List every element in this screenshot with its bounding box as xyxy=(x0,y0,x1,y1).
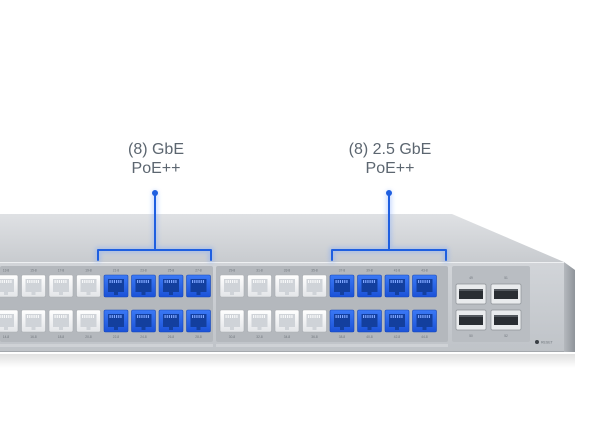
rj45-ports xyxy=(0,274,437,333)
port-left-r2-c1[interactable] xyxy=(0,309,19,333)
port-right-r2-c7[interactable] xyxy=(384,309,410,333)
port-label-right-bottom-6: 40-8 xyxy=(366,335,373,339)
port-label-right-top-5: 37-8 xyxy=(339,269,346,273)
port-left-r2-c2[interactable] xyxy=(21,309,46,333)
port-left-r2-c8[interactable] xyxy=(186,309,211,333)
port-label-right-bottom-4: 36-8 xyxy=(311,335,318,339)
stem-dot-25gbe xyxy=(386,190,392,196)
port-labels: 13-8 14-8 15-8 16-8 17-8 18-8 19-8 20-8 21-8 22-8… xyxy=(3,269,508,340)
sfp-cage-3[interactable] xyxy=(455,309,487,331)
port-right-r1-c8[interactable] xyxy=(412,274,437,298)
port-left-r1-c2[interactable] xyxy=(21,274,46,298)
port-label-left-top-4: 19-8 xyxy=(85,269,92,273)
port-right-r2-c6[interactable] xyxy=(357,309,382,333)
callout-25gbe-line1: (8) 2.5 GbE xyxy=(348,141,432,158)
port-right-r2-c8[interactable] xyxy=(412,309,437,333)
port-label-left-bottom-4: 20-8 xyxy=(85,335,92,339)
port-label-left-bottom-2: 16-8 xyxy=(30,335,37,339)
sfp-label-50: 50 xyxy=(469,334,473,338)
port-right-r2-c4[interactable] xyxy=(302,309,327,333)
callout-25gbe-poe: (8) 2.5 GbE PoE++ xyxy=(322,140,458,178)
port-left-r2-c5[interactable] xyxy=(103,309,129,333)
sfp-cage-4[interactable] xyxy=(490,309,522,331)
sfp-label-51: 51 xyxy=(504,276,508,280)
port-label-left-bottom-1: 14-8 xyxy=(3,335,10,339)
port-label-right-top-4: 35-8 xyxy=(311,269,318,273)
port-right-r1-c7[interactable] xyxy=(384,274,410,298)
chassis-top xyxy=(0,214,564,262)
port-left-r1-c8[interactable] xyxy=(186,274,211,298)
port-label-left-bottom-3: 18-8 xyxy=(58,335,65,339)
port-label-right-bottom-8: 44-8 xyxy=(421,335,428,339)
port-label-left-top-5: 21-8 xyxy=(113,269,120,273)
port-label-left-top-8: 27-8 xyxy=(195,269,202,273)
port-left-r2-c7[interactable] xyxy=(158,309,184,333)
reset-label: RESET xyxy=(541,341,554,345)
port-left-r1-c6[interactable] xyxy=(131,274,156,298)
port-label-right-bottom-5: 38-8 xyxy=(339,335,346,339)
sfp-ports xyxy=(455,283,522,331)
port-right-r1-c6[interactable] xyxy=(357,274,382,298)
port-label-left-top-1: 13-8 xyxy=(3,269,10,273)
port-label-right-top-7: 41-8 xyxy=(394,269,401,273)
port-label-right-bottom-3: 34-8 xyxy=(284,335,291,339)
port-label-left-bottom-8: 28-8 xyxy=(195,335,202,339)
port-label-left-bottom-6: 24-8 xyxy=(140,335,147,339)
port-label-left-top-6: 23-8 xyxy=(140,269,147,273)
port-label-right-top-3: 33-8 xyxy=(284,269,291,273)
stem-dot-gbe xyxy=(152,190,158,196)
port-right-r1-c1[interactable] xyxy=(219,274,245,298)
port-right-r1-c4[interactable] xyxy=(302,274,327,298)
reset-button[interactable] xyxy=(535,340,539,344)
port-left-r1-c7[interactable] xyxy=(158,274,184,298)
callout-brackets xyxy=(95,190,449,263)
port-right-r1-c5[interactable] xyxy=(329,274,355,298)
port-right-r2-c5[interactable] xyxy=(329,309,355,333)
port-right-r1-c2[interactable] xyxy=(247,274,272,298)
port-label-right-bottom-2: 32-8 xyxy=(256,335,263,339)
port-label-right-bottom-7: 42-8 xyxy=(394,335,401,339)
port-right-r2-c3[interactable] xyxy=(274,309,300,333)
port-label-left-bottom-7: 26-8 xyxy=(168,335,175,339)
port-label-left-top-7: 25-8 xyxy=(168,269,175,273)
port-right-r2-c2[interactable] xyxy=(247,309,272,333)
port-left-r1-c1[interactable] xyxy=(0,274,19,298)
sfp-label-49: 49 xyxy=(469,276,473,280)
port-left-r1-c4[interactable] xyxy=(76,274,101,298)
sfp-cage-1[interactable] xyxy=(455,283,487,305)
port-label-left-top-2: 15-8 xyxy=(30,269,37,273)
port-left-r2-c4[interactable] xyxy=(76,309,101,333)
floor-shadow xyxy=(0,354,575,368)
port-label-right-top-8: 43-8 xyxy=(421,269,428,273)
port-right-r1-c3[interactable] xyxy=(274,274,300,298)
callout-gbe-line2: PoE++ xyxy=(131,160,181,177)
callout-25gbe-line2: PoE++ xyxy=(365,160,415,177)
port-left-r2-c6[interactable] xyxy=(131,309,156,333)
port-label-left-bottom-5: 22-8 xyxy=(113,335,120,339)
callout-gbe-poe: (8) GbE PoE++ xyxy=(104,140,208,178)
callout-gbe-line1: (8) GbE xyxy=(127,141,184,158)
port-left-r2-c3[interactable] xyxy=(48,309,74,333)
port-label-right-top-1: 29-8 xyxy=(229,269,236,273)
port-left-r1-c3[interactable] xyxy=(48,274,74,298)
port-right-r2-c1[interactable] xyxy=(219,309,245,333)
port-label-left-top-3: 17-8 xyxy=(58,269,65,273)
sfp-label-52: 52 xyxy=(504,334,508,338)
port-label-right-bottom-1: 30-8 xyxy=(229,335,236,339)
port-label-right-top-6: 39-8 xyxy=(366,269,373,273)
port-left-r1-c5[interactable] xyxy=(103,274,129,298)
port-label-right-top-2: 31-8 xyxy=(256,269,263,273)
sfp-cage-2[interactable] xyxy=(490,283,522,305)
chassis-side xyxy=(564,262,575,352)
